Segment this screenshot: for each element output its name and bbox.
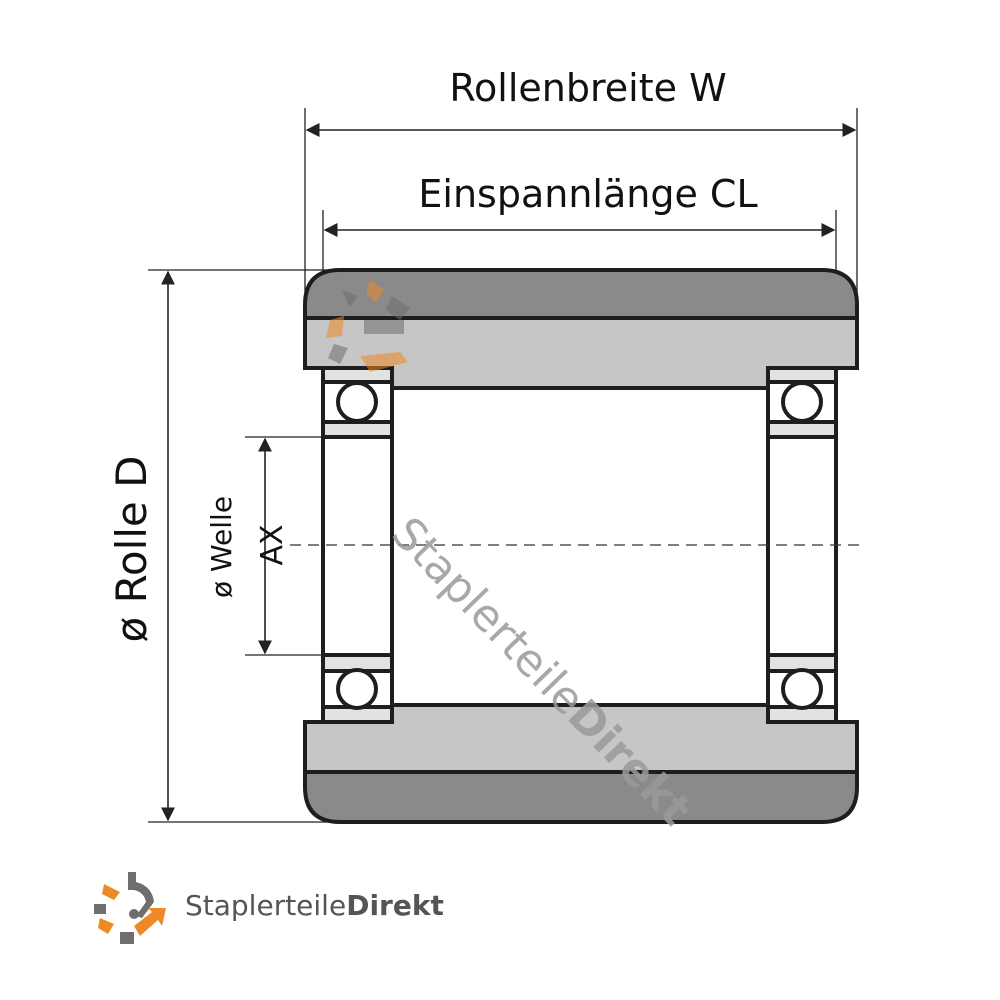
- top-tread: [303, 268, 859, 320]
- shaft-diameter-label: ø Welle: [205, 495, 238, 599]
- bearing-ball: [781, 381, 823, 423]
- watermark-logo-icon: [326, 280, 410, 372]
- brand-name: StaplerteileDirekt: [185, 889, 444, 922]
- roller-width-label: Rollenbreite W: [449, 66, 727, 110]
- bearing-ball: [781, 668, 823, 710]
- bearing-ball: [336, 668, 378, 710]
- clamp-length-label: Einspannlänge CL: [418, 172, 758, 216]
- roller-diameter-label: ø Rolle D: [107, 455, 156, 643]
- bearing-ball: [336, 381, 378, 423]
- roller-body: [303, 268, 859, 824]
- brand-name-regular: Staplerteile: [185, 889, 347, 922]
- shaft-diameter-code-label: AX: [255, 524, 290, 566]
- bottom-tread: [303, 770, 859, 824]
- brand-logo-icon: [94, 872, 166, 944]
- dimension-lines: [161, 123, 857, 822]
- brand-name-bold: Direkt: [346, 889, 444, 922]
